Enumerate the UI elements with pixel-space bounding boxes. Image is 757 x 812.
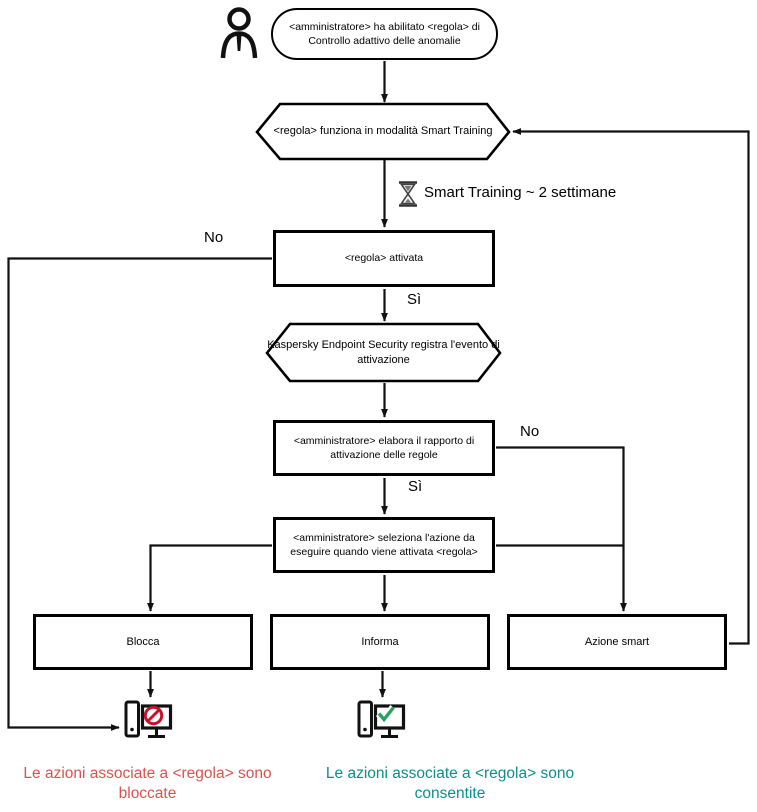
smart-training-hexagon: <regola> funziona in modalità Smart Trai… <box>258 104 508 159</box>
user-icon <box>220 7 258 59</box>
yes-label-report: Sì <box>408 478 423 495</box>
start-node: <amministratore> ha abilitato <regola> d… <box>271 8 498 60</box>
blocked-caption: Le azioni associate a <regola> sono bloc… <box>23 765 272 803</box>
rule-activated-label: <regola> attivata <box>344 252 424 265</box>
smart-action-label: Azione smart <box>584 635 650 648</box>
block-node: Blocca <box>33 614 253 670</box>
admin-report-node: <amministratore> elabora il rapporto di … <box>273 420 495 476</box>
allowed-caption: Le azioni associate a <regola> sono cons… <box>325 765 575 803</box>
hourglass-icon <box>399 181 417 207</box>
kes-event-label: Kaspersky Endpoint Security registra l'e… <box>267 338 500 366</box>
kes-event-hexagon: Kaspersky Endpoint Security registra l'e… <box>267 324 500 381</box>
start-node-label: <amministratore> ha abilitato <regola> d… <box>289 20 480 47</box>
no-label-rule: No <box>204 229 224 246</box>
kes-event-hexagon-shape <box>265 322 502 383</box>
training-duration-label: Smart Training ~ 2 settimane <box>424 184 617 201</box>
computer-check-icon <box>357 700 406 738</box>
smart-training-label: <regola> funziona in modalità Smart Trai… <box>273 125 493 138</box>
no-label-report: No <box>520 423 540 440</box>
admin-report-label: <amministratore> elabora il rapporto di … <box>293 434 475 461</box>
inform-node: Informa <box>270 614 490 670</box>
admin-action-label: <amministratore> seleziona l'azione da e… <box>290 531 478 558</box>
rule-activated-node: <regola> attivata <box>273 230 495 287</box>
block-label: Blocca <box>126 635 160 648</box>
admin-action-node: <amministratore> seleziona l'azione da e… <box>273 517 495 573</box>
computer-blocked-icon <box>124 700 173 738</box>
yes-label-rule: Sì <box>407 291 422 308</box>
inform-label: Informa <box>361 635 399 648</box>
smart-action-node: Azione smart <box>507 614 727 670</box>
smart-training-hexagon-shape <box>255 102 511 161</box>
